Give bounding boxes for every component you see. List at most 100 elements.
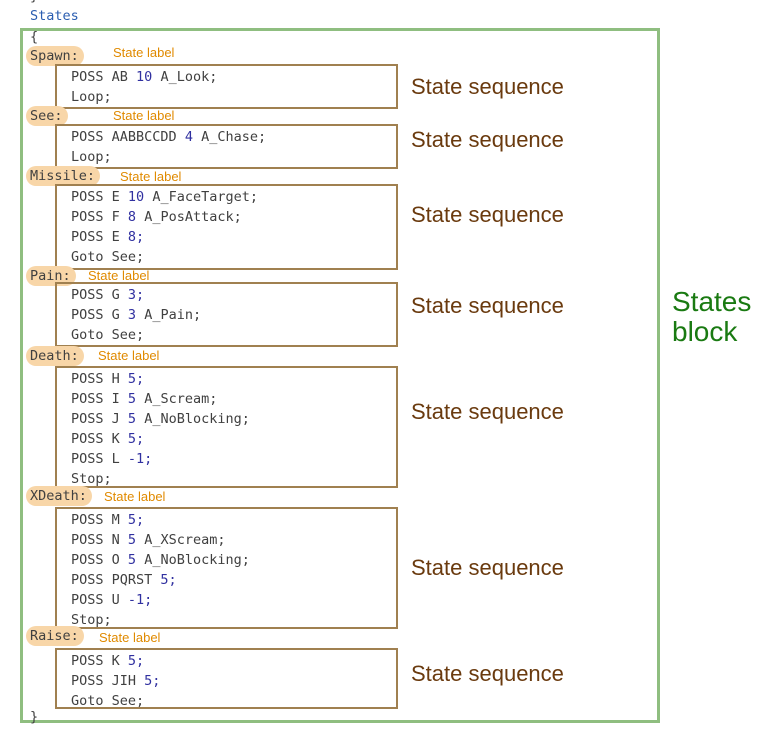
code-line: POSS E 8; (57, 227, 396, 247)
tics-token: 3 (127, 307, 137, 323)
code-line: POSS AB 10 A_Look; (57, 67, 396, 87)
tics-token: 5 (127, 411, 137, 427)
code-line: POSS I 5 A_Scream; (57, 389, 396, 409)
state-label-annotation: State label (99, 630, 161, 645)
sprite-token: POSS K (71, 653, 120, 669)
sprite-token: POSS PQRST (71, 572, 153, 588)
action-token: A_NoBlocking; (144, 411, 250, 427)
state-label-annotation: State label (120, 169, 182, 184)
code-line: POSS AABBCCDD 4 A_Chase; (57, 127, 396, 147)
sprite-token: POSS N (71, 532, 120, 548)
tics-token: 5; (160, 572, 177, 588)
sprite-token: POSS JIH (71, 673, 137, 689)
state-sequence-box: POSS AABBCCDD 4 A_Chase; Loop; (55, 124, 398, 169)
state-label-annotation: State label (104, 489, 166, 504)
sprite-token: POSS M (71, 512, 120, 528)
close-brace: } (30, 709, 39, 725)
sprite-token: POSS U (71, 592, 120, 608)
code-line: POSS JIH 5; (57, 671, 396, 691)
sprite-token: POSS J (71, 411, 120, 427)
sprite-token: POSS AABBCCDD (71, 129, 177, 145)
code-line: POSS N 5 A_XScream; (57, 530, 396, 550)
tics-token: 8; (127, 229, 145, 245)
action-token: A_NoBlocking; (144, 552, 250, 568)
code-line: Stop; (57, 610, 396, 630)
tics-token: 10 (127, 189, 145, 205)
state-label-annotation: State label (113, 108, 175, 123)
states-keyword: States (30, 8, 79, 24)
action-token: A_PosAttack; (144, 209, 242, 225)
state-label-0: Spawn: (26, 46, 84, 66)
sprite-token: POSS AB (71, 69, 128, 85)
code-line: POSS PQRST 5; (57, 570, 396, 590)
sprite-token: Goto See; (71, 327, 145, 343)
code-line: Loop; (57, 147, 396, 167)
code-line: Goto See; (57, 325, 396, 345)
state-label-6: Raise: (26, 626, 84, 646)
state-sequence-caption: State sequence (411, 74, 564, 99)
code-line: POSS O 5 A_NoBlocking; (57, 550, 396, 570)
states-block-caption-line1: States (672, 286, 752, 317)
open-brace: { (30, 29, 39, 45)
state-label-annotation: State label (88, 268, 150, 283)
sprite-token: Stop; (71, 471, 112, 487)
state-sequence-caption: State sequence (411, 127, 564, 152)
state-sequence-box: POSS G 3;POSS G 3 A_Pain; Goto See; (55, 282, 398, 347)
state-sequence-caption: State sequence (411, 661, 564, 686)
code-line: POSS G 3; (57, 285, 396, 305)
action-token: A_FaceTarget; (152, 189, 258, 205)
code-line: POSS G 3 A_Pain; (57, 305, 396, 325)
tics-token: 5 (127, 532, 137, 548)
tics-token: 10 (136, 69, 153, 85)
action-token: A_Pain; (144, 307, 202, 323)
tics-token: -1; (127, 451, 153, 467)
sprite-token: POSS K (71, 431, 120, 447)
tics-token: 5 (127, 391, 137, 407)
sprite-token: POSS L (71, 451, 120, 467)
code-line: POSS H 5; (57, 369, 396, 389)
state-label-5: XDeath: (26, 486, 92, 506)
tics-token: 5 (127, 552, 137, 568)
sprite-token: Loop; (71, 149, 112, 165)
states-block-caption: States block (672, 287, 751, 347)
tics-token: 5; (127, 512, 145, 528)
code-line: POSS L -1; (57, 449, 396, 469)
top-cut-line: } (30, 0, 38, 6)
sprite-token: POSS E (71, 229, 120, 245)
code-line: POSS U -1; (57, 590, 396, 610)
code-line: Loop; (57, 87, 396, 107)
tics-token: 4 (184, 129, 193, 145)
sprite-token: POSS E (71, 189, 120, 205)
state-label-annotation: State label (98, 348, 160, 363)
code-line: POSS K 5; (57, 651, 396, 671)
code-line: Goto See; (57, 247, 396, 267)
code-line: POSS J 5 A_NoBlocking; (57, 409, 396, 429)
code-line: POSS E 10 A_FaceTarget; (57, 187, 396, 207)
tics-token: 8 (127, 209, 137, 225)
tics-token: 5; (127, 371, 145, 387)
sprite-token: Goto See; (71, 693, 145, 709)
state-sequence-box: POSS H 5;POSS I 5 A_Scream;POSS J 5 A_No… (55, 366, 398, 488)
sprite-token: POSS O (71, 552, 120, 568)
sprite-token: POSS F (71, 209, 120, 225)
state-label-2: Missile: (26, 166, 101, 186)
states-block-caption-line2: block (672, 316, 738, 347)
action-token: A_Scream; (144, 391, 218, 407)
sprite-token: POSS H (71, 371, 120, 387)
state-sequence-box: POSS E 10 A_FaceTarget; POSS F 8 A_PosAtt… (55, 184, 398, 270)
state-sequence-caption: State sequence (411, 399, 564, 424)
tics-token: 5; (144, 673, 161, 689)
sprite-token: Stop; (71, 612, 112, 628)
code-line: POSS K 5; (57, 429, 396, 449)
sprite-token: Goto See; (71, 249, 145, 265)
code-line: Stop; (57, 469, 396, 489)
action-token: A_Chase; (201, 129, 267, 145)
code-line: POSS M 5; (57, 510, 396, 530)
state-sequence-caption: State sequence (411, 555, 564, 580)
state-label-annotation: State label (113, 45, 175, 60)
state-sequence-caption: State sequence (411, 293, 564, 318)
state-label-1: See: (26, 106, 68, 126)
tics-token: 3; (127, 287, 145, 303)
sprite-token: POSS I (71, 391, 120, 407)
action-token: A_XScream; (144, 532, 226, 548)
